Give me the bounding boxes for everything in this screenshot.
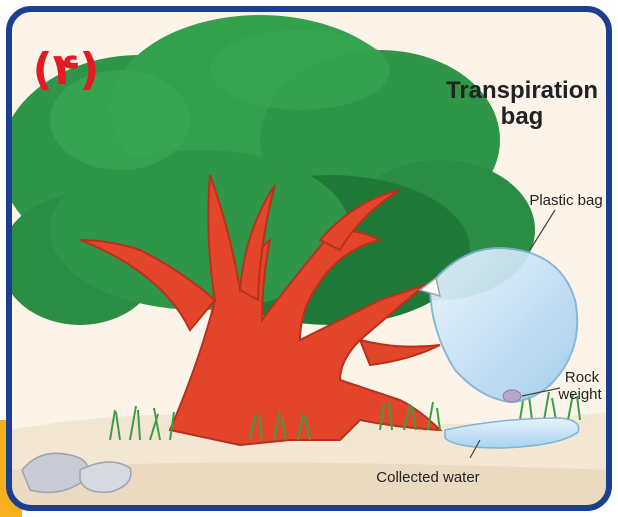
- label-rock-line2: weight: [557, 386, 602, 403]
- panel-number: (۴): [32, 44, 99, 95]
- label-rock-line1: Rock: [565, 369, 600, 386]
- label-plastic-bag: Plastic bag: [529, 192, 602, 209]
- diagram-title-line1: Transpiration: [446, 77, 598, 104]
- rock-weight: [503, 390, 521, 402]
- diagram-title-line2: bag: [501, 103, 544, 130]
- label-collected-water: Collected water: [376, 469, 479, 486]
